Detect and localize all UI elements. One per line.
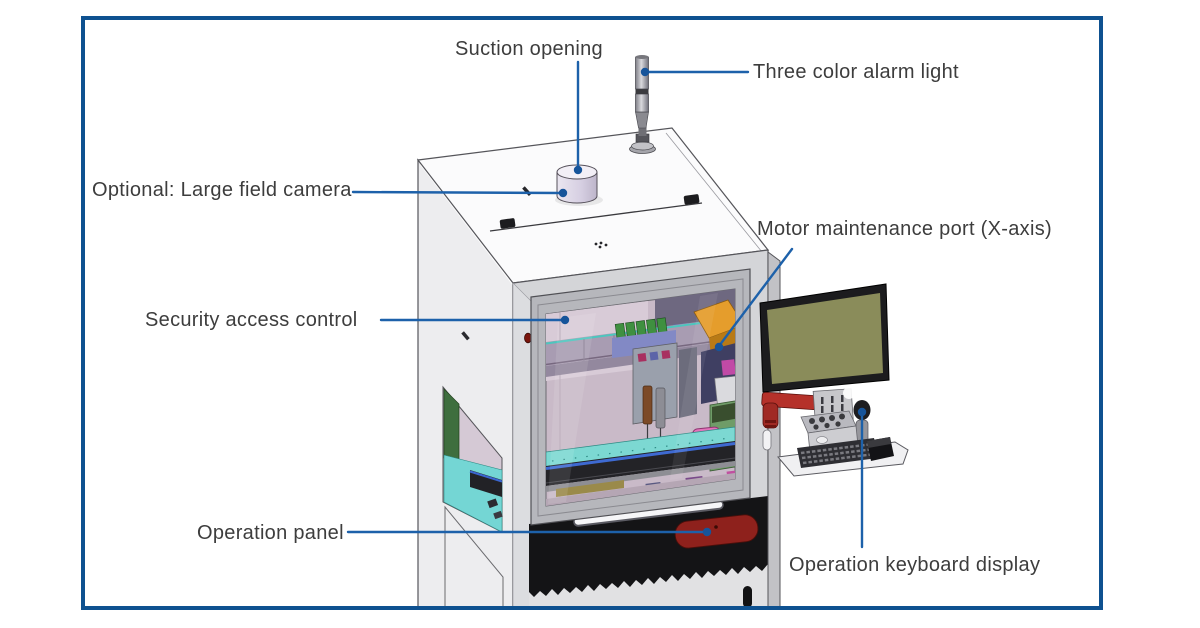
side-latch [762, 429, 772, 451]
keyboard-tray-assembly [777, 387, 909, 477]
top-panel-hinge [683, 194, 700, 205]
monitor [759, 283, 890, 429]
machine-cabinet [416, 55, 909, 609]
left-panel-cutout [442, 385, 503, 533]
front-lower-section [529, 495, 768, 608]
leader-lines [346, 60, 867, 549]
machine-interior [546, 289, 735, 506]
top-panel-seam [489, 202, 703, 232]
label-suction-opening: Suction opening [455, 38, 603, 60]
label-operation-keyboard-display: Operation keyboard display [789, 554, 1041, 576]
door-handle [574, 501, 723, 525]
label-motor-maintenance-port: Motor maintenance port (X-axis) [757, 218, 1052, 240]
operation-panel-part [674, 514, 759, 549]
dispense-head [632, 342, 678, 462]
bottom-slot [743, 586, 752, 608]
screw-detail [461, 331, 470, 341]
monitor-screen [767, 293, 883, 384]
label-three-color-alarm-light: Three color alarm light [753, 61, 959, 83]
top-panel-hinge [499, 218, 516, 229]
label-optional-large-field-camera: Optional: Large field camera [92, 179, 352, 201]
suction-opening-part [555, 164, 603, 206]
leader-large-field-camera [351, 190, 563, 195]
leader-motor-port [717, 247, 794, 348]
x-axis-beam [546, 441, 735, 486]
label-operation-panel: Operation panel [197, 522, 344, 544]
label-security-access-control: Security access control [145, 309, 358, 331]
front-window [530, 268, 751, 526]
top-panel-screws [594, 241, 608, 249]
